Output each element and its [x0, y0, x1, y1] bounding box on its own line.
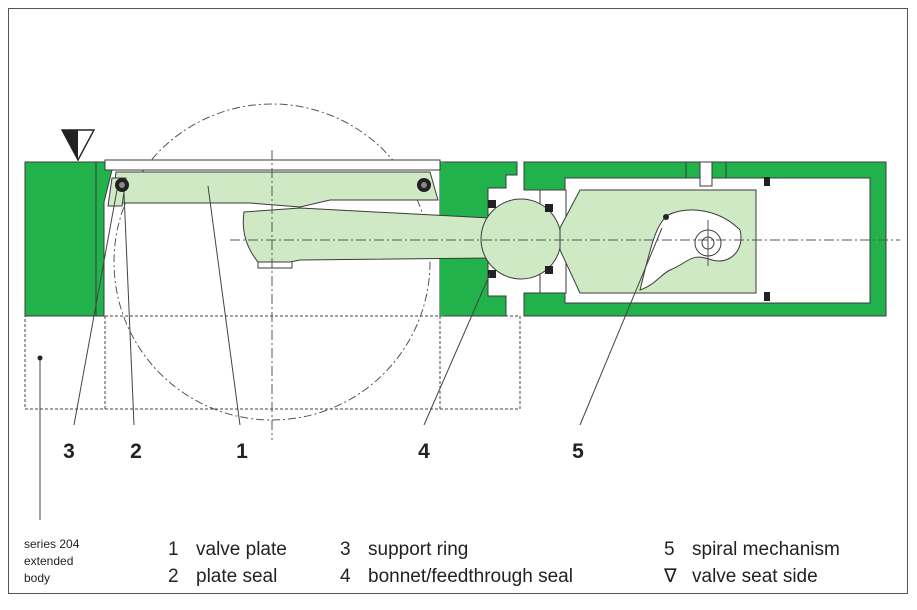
legend-num-3: 3 — [340, 539, 351, 560]
bonnet-seal — [488, 270, 496, 278]
legend: 1 valve plate 2 plate seal 3 support rin… — [168, 539, 840, 587]
extended-body-note-line: series 204 — [24, 537, 80, 551]
legend-label-2: plate seal — [196, 566, 277, 587]
legend-label-5: spiral mechanism — [692, 539, 840, 560]
leader-line-4 — [423, 273, 491, 426]
callout-1: 1 — [236, 440, 248, 463]
valve-seat-triangle-icon — [60, 129, 96, 162]
bonnet-seal — [545, 204, 553, 212]
legend-num-5: 5 — [664, 539, 675, 560]
diagram-frame — [8, 8, 908, 594]
valve-housing-left — [24, 161, 97, 317]
extended-body-note-line: extended — [24, 554, 73, 568]
legend-num-seat: ∇ — [663, 566, 677, 587]
legend-label-3: support ring — [368, 539, 468, 560]
callout-2: 2 — [130, 440, 142, 463]
leader-line-1 — [207, 185, 241, 426]
legend-num-2: 2 — [168, 566, 179, 587]
leader-line-2 — [123, 192, 135, 426]
bonnet-seal — [545, 266, 553, 274]
legend-num-1: 1 — [168, 539, 179, 560]
callout-5: 5 — [572, 440, 584, 463]
leader-line-3 — [73, 189, 118, 426]
plate-arm — [242, 207, 491, 263]
bonnet-port — [699, 161, 713, 187]
bonnet-seal — [764, 177, 770, 186]
leader-line-5 — [579, 227, 663, 426]
callout-3: 3 — [63, 440, 75, 463]
bonnet-seal — [764, 292, 770, 301]
callout-4: 4 — [418, 440, 430, 463]
legend-label-4: bonnet/feedthrough seal — [368, 566, 573, 587]
legend-label-1: valve plate — [196, 539, 287, 560]
extended-body-note-line: body — [24, 571, 50, 585]
legend-num-4: 4 — [340, 566, 351, 587]
legend-label-seat: valve seat side — [692, 566, 818, 587]
valve-plate — [111, 171, 439, 208]
plate-swing-circle — [113, 103, 431, 421]
bonnet-seal — [488, 200, 496, 208]
spiral-groove — [639, 209, 742, 291]
